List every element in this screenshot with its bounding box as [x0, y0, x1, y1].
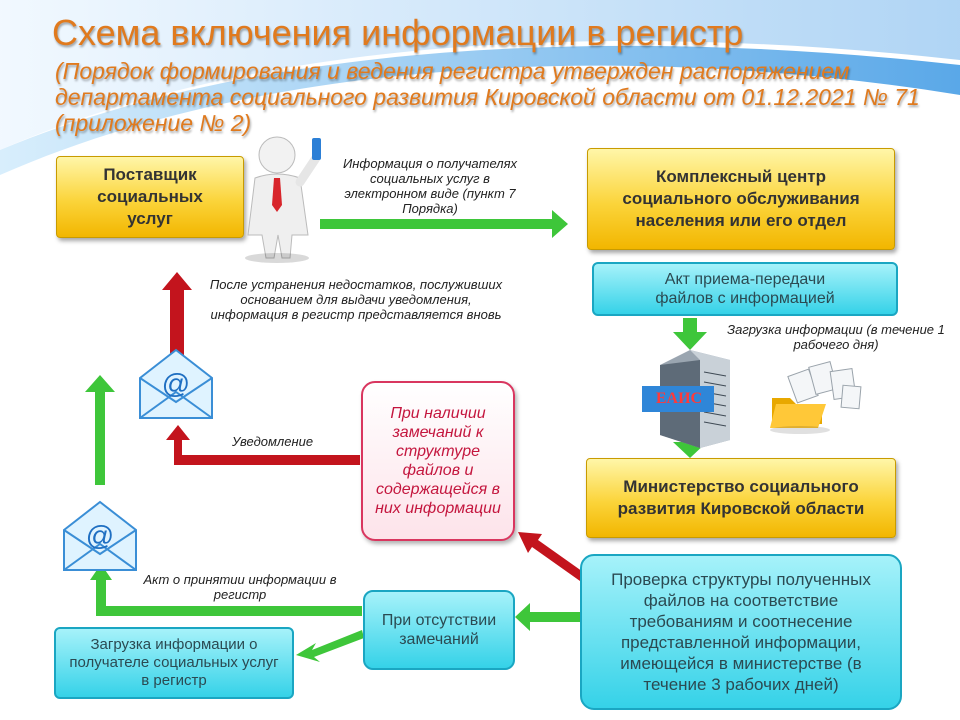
arrow-to-upload	[296, 630, 364, 662]
act-transfer-box: Акт приема-передачи файлов с информацией	[592, 262, 898, 316]
page-subtitle: (Порядок формирования и ведения регистра…	[55, 58, 920, 136]
note-notification: Уведомление	[232, 434, 314, 449]
arrow-server-to-ministry	[673, 430, 707, 458]
check-box: Проверка структуры полученных файлов на …	[580, 554, 902, 710]
no-remarks-box: При отсутствии замечаний	[363, 590, 515, 670]
note-upload-info: Загрузка информации (в течение 1 рабочег…	[727, 322, 945, 352]
server-label: ЕАИС	[655, 390, 703, 407]
arrow-act-accept	[96, 578, 362, 616]
remarks-box: При наличии замечаний к структуре файлов…	[361, 381, 515, 541]
center-box: Комплексный центр социального обслуживан…	[587, 148, 895, 250]
upload-registry-box: Загрузка информации о получателе социаль…	[54, 627, 294, 699]
arrow-check-to-remarks	[518, 532, 586, 581]
arrow-to-center	[320, 210, 568, 238]
note-act-accept: Акт о принятии информации в регистр	[143, 572, 337, 602]
arrow-up-left	[85, 375, 115, 485]
arrow-act-to-server	[673, 318, 707, 350]
note-info-electronic: Информация о получателях социальных услу…	[342, 156, 518, 216]
note-resubmit: После устранения недостатков, послуживши…	[209, 277, 503, 322]
arrow-check-to-noremarks	[515, 603, 580, 631]
page-title: Схема включения информации в регистр	[52, 12, 744, 53]
arrow-notification	[174, 440, 360, 465]
arrow-resubmit	[162, 272, 192, 362]
ministry-box: Министерство социального развития Кировс…	[586, 458, 896, 538]
supplier-box: Поставщик социальных услуг	[56, 156, 244, 238]
